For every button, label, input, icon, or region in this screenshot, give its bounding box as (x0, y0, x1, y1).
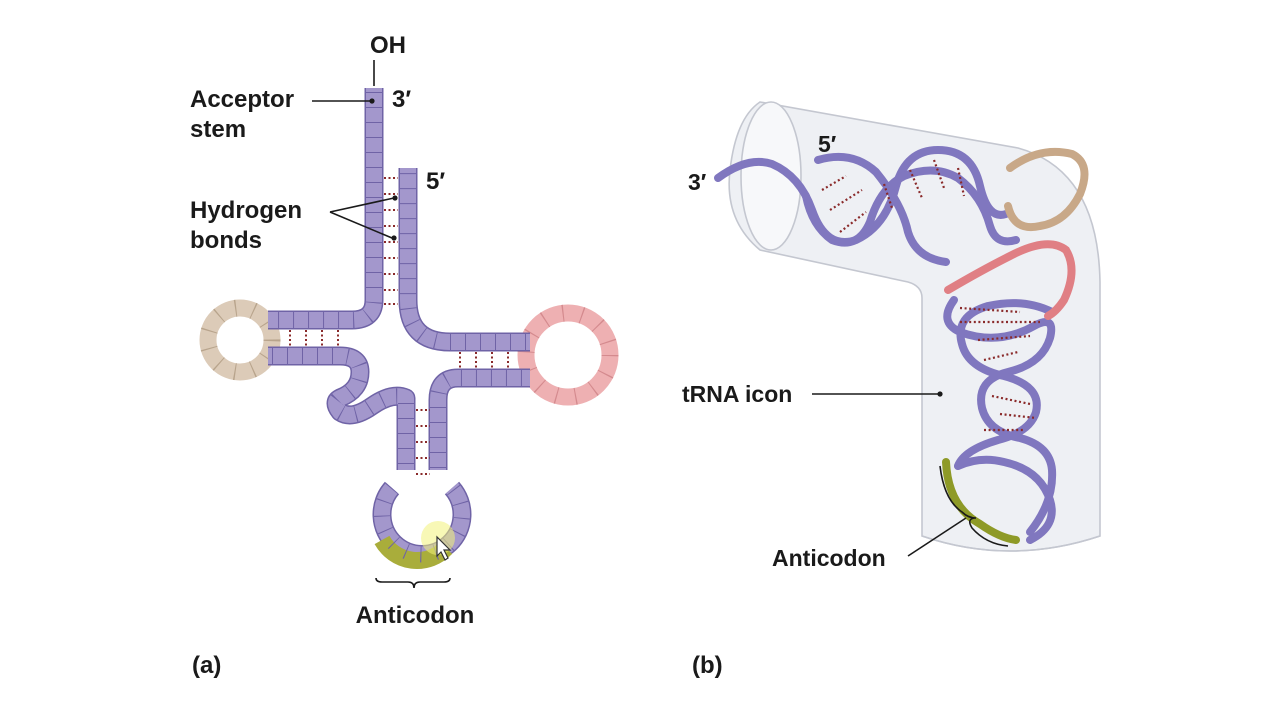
hbond-leader-1 (329, 197, 395, 213)
backbone-anticodon-to-t (428, 368, 530, 470)
panel-b-3d: 3′ 5′ tRNA icon Anticodon (b) (682, 101, 1101, 679)
hbond-leader-2 (329, 211, 393, 239)
helix-strand-vertical-a (943, 296, 1057, 536)
anticodon-label-a: Anticodon (356, 602, 475, 629)
trna-icon-dot (937, 391, 943, 397)
d-loop-ring (199, 299, 281, 381)
mouse-pointer-icon (436, 535, 452, 561)
anticodon-leader-b (907, 517, 967, 557)
anticodon-label-b: Anticodon (772, 545, 886, 571)
t-loop-ticks (517, 304, 619, 406)
d-loop-3d (1004, 147, 1089, 231)
leaders-a (312, 60, 451, 589)
three-prime-label-a: 3′ (392, 86, 411, 113)
anticodon-brace-b (939, 465, 1009, 547)
helix-strand-lower (802, 166, 1020, 247)
acceptor-label-line1: Acceptor (190, 86, 294, 113)
panel-a-cloverleaf: OH Acceptor stem 3′ 5′ Hydrogen bonds An… (190, 32, 619, 679)
oh-label: OH (370, 32, 406, 59)
d-loop-ticks (199, 299, 281, 381)
hbond-label-line1: Hydrogen (190, 197, 302, 224)
panel-a-label: (a) (192, 652, 221, 679)
backbone-strand-3prime (268, 88, 384, 330)
helix-strands (714, 146, 1057, 544)
leaders-b (812, 393, 1009, 557)
helix-strand-upper (714, 146, 1010, 246)
helix-strand-vertical-b (954, 299, 1056, 470)
three-prime-label-b: 3′ (688, 169, 707, 195)
anticodon-brace-a (375, 577, 451, 589)
t-loop-3d (944, 240, 1076, 320)
backbone-d-to-anticodon (268, 346, 416, 470)
h-bonds-b (821, 159, 1040, 432)
t-loop (517, 304, 619, 406)
panel-b-label: (b) (692, 652, 723, 679)
trna-icon-label: tRNA icon (682, 381, 792, 407)
anticodon-loop-3d (954, 455, 1056, 544)
helix-strand-5prime (814, 152, 950, 266)
anticodon-3d (942, 458, 1020, 544)
d-loop (199, 299, 281, 381)
five-prime-label-b: 5′ (818, 131, 837, 157)
cylinder-end (740, 101, 802, 251)
five-prime-label-a: 5′ (426, 168, 445, 195)
hbond-label-line2: bonds (190, 227, 262, 254)
backbone-strand-5prime (398, 168, 530, 352)
acceptor-label-line2: stem (190, 116, 246, 143)
leader-dots-a (369, 98, 398, 241)
